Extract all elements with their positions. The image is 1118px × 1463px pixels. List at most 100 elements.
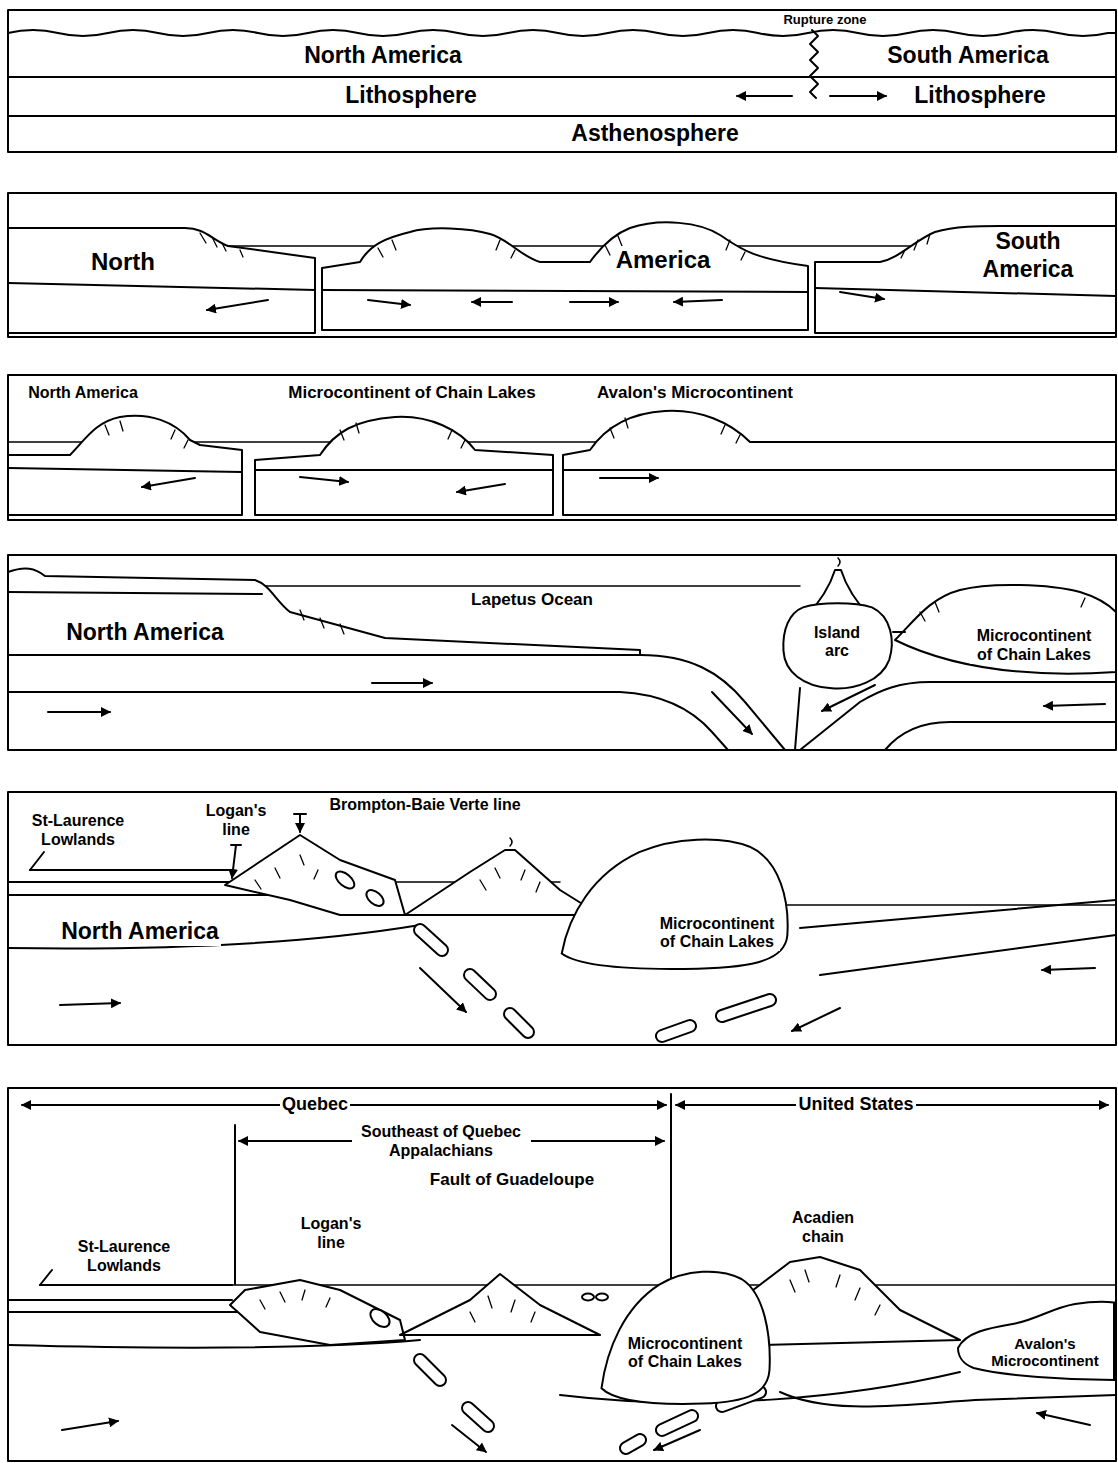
microcontinent-outline [562,840,788,969]
panel-frame [8,10,1116,152]
motion-arrow [207,300,268,310]
continental-crust [8,569,640,655]
motion-arrow [737,95,792,97]
panel-frame [8,375,1116,520]
microcontinent-outline [602,1272,770,1404]
thrust-wedge [225,835,405,915]
fault-label: Logan's line [201,801,271,839]
layer-boundary [8,76,1116,78]
thrust-wedge [333,868,358,891]
volcano [838,558,840,566]
microcontinent-shape [893,631,905,633]
motion-arrow [48,711,110,713]
plate-block [322,290,808,292]
node-text: Avalon's Microcontinent [986,1335,1104,1370]
microcontinent: Microcontinent of Chain Lakes [598,1265,773,1405]
motion-arrow [62,1421,118,1430]
layer-boundary [8,77,1116,116]
node-text: Island arc [807,624,867,661]
panel-frame [8,193,1116,337]
node-text: Microcontinent of Chain Lakes [655,915,780,952]
motion-arrow [207,292,884,310]
plate-block [8,222,1116,333]
motion-arrow [830,95,886,97]
extent-arrow [670,1094,672,1282]
rupture-line [810,30,818,98]
sea-level [240,585,800,587]
panel-frame [8,1088,1116,1461]
rock-texture [340,423,465,448]
subducting-plate [820,935,1116,975]
rock-texture [105,421,188,448]
island-arc-outline [783,603,891,688]
plate-block [8,283,315,290]
plate-block [8,411,1116,515]
mountain [400,1274,600,1335]
continental-crust [40,1284,232,1286]
panel-frame [8,1088,1116,1461]
plate-block [563,411,1116,515]
continental-crust [8,569,640,655]
panel-frame [8,555,1116,750]
continental-crust [8,1311,242,1313]
fault-label: Logan's line [296,1214,366,1252]
plate-label: South America [966,228,1090,283]
panel-frame [8,193,1116,337]
ground-surface [8,30,1116,36]
motion-arrow [1037,1413,1090,1425]
panel-frame [8,792,1116,1045]
plate-block [8,228,315,333]
motion-arrow [1044,704,1105,706]
volcano [405,850,600,915]
subducting-plate [780,1392,1116,1407]
continental-crust [8,1299,232,1301]
rock-texture [105,418,740,448]
plate-block [8,416,242,515]
extent-arrow [234,1125,236,1284]
plate-block [255,469,553,471]
ocean-label: Lapetus Ocean [469,590,595,610]
subducting-plate [795,688,800,750]
motion-arrow [420,968,466,1012]
subducting-plate [800,900,1116,975]
zone-label: Rupture zone [781,12,868,28]
motion-arrow [372,682,432,684]
volcano [405,838,600,915]
motion-arrow [674,300,722,302]
extent-label: Southeast of Quebec Appalachians [352,1122,531,1160]
motion-arrow [570,301,618,303]
motion-arrow [792,1008,840,1031]
rock-texture [200,233,243,257]
motion-arrow [840,292,884,299]
rock-texture [378,240,515,258]
plate-label: Microcontinent of Chain Lakes [970,626,1099,664]
plate-label: North America [26,383,140,402]
plate-block [8,468,242,472]
thrust-wedge [230,1280,405,1345]
node-text: Microcontinent of Chain Lakes [623,1335,748,1372]
mountain [740,1257,960,1345]
microcontinent-shape [893,585,1116,674]
motion-arrow [737,95,886,97]
extent-arrow [22,1094,1108,1284]
mountain [582,1294,594,1301]
layer-label: Lithosphere [912,82,1048,110]
subducting-plate [780,1392,1116,1407]
thrust-wedge [255,855,318,889]
sea-level [240,585,800,587]
motion-arrow [1042,968,1095,970]
thrust-wedge [363,887,386,909]
subducting-plate [885,722,1116,750]
ground-surface [8,30,1116,36]
motion-arrow [142,478,195,487]
mountain [470,1296,535,1322]
plate-label: North [89,248,157,277]
panel-frame [8,10,1116,152]
microcontinent-outline [958,1302,1114,1380]
extent-label: Quebec [280,1094,350,1116]
plate-label: Avalon's Microcontinent [595,383,795,403]
plate-label: America [614,246,713,275]
motion-arrow [368,300,410,305]
microcontinent: Avalon's Microcontinent [958,1300,1114,1380]
subducting-plate [8,655,785,750]
